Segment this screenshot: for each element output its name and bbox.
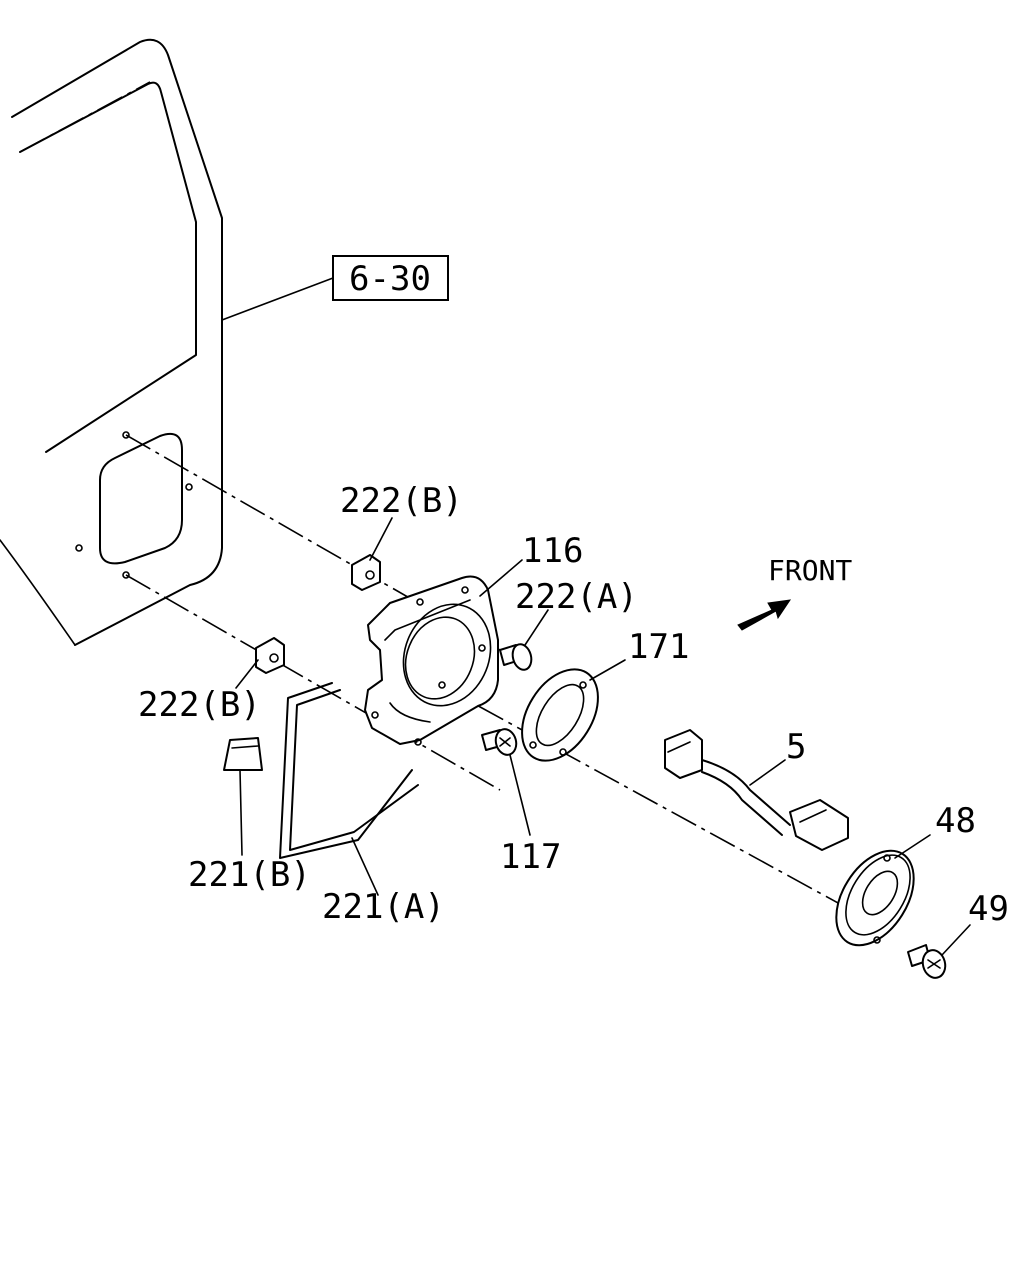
leader-ref-box [221,277,334,321]
screw-49 [907,944,947,979]
front-arrow-icon [737,599,792,631]
label-49[interactable]: 49 [968,889,1009,929]
ref-box[interactable]: 6-30 [332,255,449,301]
ref-box-label: 6-30 [349,259,431,299]
label-5[interactable]: 5 [786,727,806,767]
label-171[interactable]: 171 [628,627,689,667]
label-222b-top[interactable]: 222(B) [340,481,463,521]
label-222b-bottom[interactable]: 222(B) [138,685,261,725]
label-222a[interactable]: 222(A) [515,577,638,617]
label-221a[interactable]: 221(A) [322,887,445,927]
clip-222b-bottom [255,637,285,674]
pad-221b [223,737,263,771]
screw-117 [481,728,518,756]
speaker-bracket-116 [364,575,499,746]
label-front: FRONT [768,554,852,587]
screw-222a [499,643,533,671]
leader-171 [589,659,626,681]
wiring-harness-5 [664,729,849,851]
leader-221b [239,769,243,856]
leader-5 [749,759,786,786]
label-48[interactable]: 48 [935,801,976,841]
leader-221a [351,837,379,896]
speaker-48 [835,849,915,947]
leader-48 [894,834,931,859]
clip-222b-top [351,554,381,591]
door-panel [0,38,223,646]
leader-222b-top [369,517,393,561]
leader-117 [509,754,531,836]
leader-222b-bottom [235,659,259,689]
leader-116 [479,559,523,597]
ring-171 [521,668,599,762]
label-221b[interactable]: 221(B) [188,855,311,895]
leader-222a [524,609,549,646]
label-116[interactable]: 116 [522,531,583,571]
leader-49 [941,924,971,956]
label-117[interactable]: 117 [500,837,561,877]
trim-221a [279,682,419,859]
